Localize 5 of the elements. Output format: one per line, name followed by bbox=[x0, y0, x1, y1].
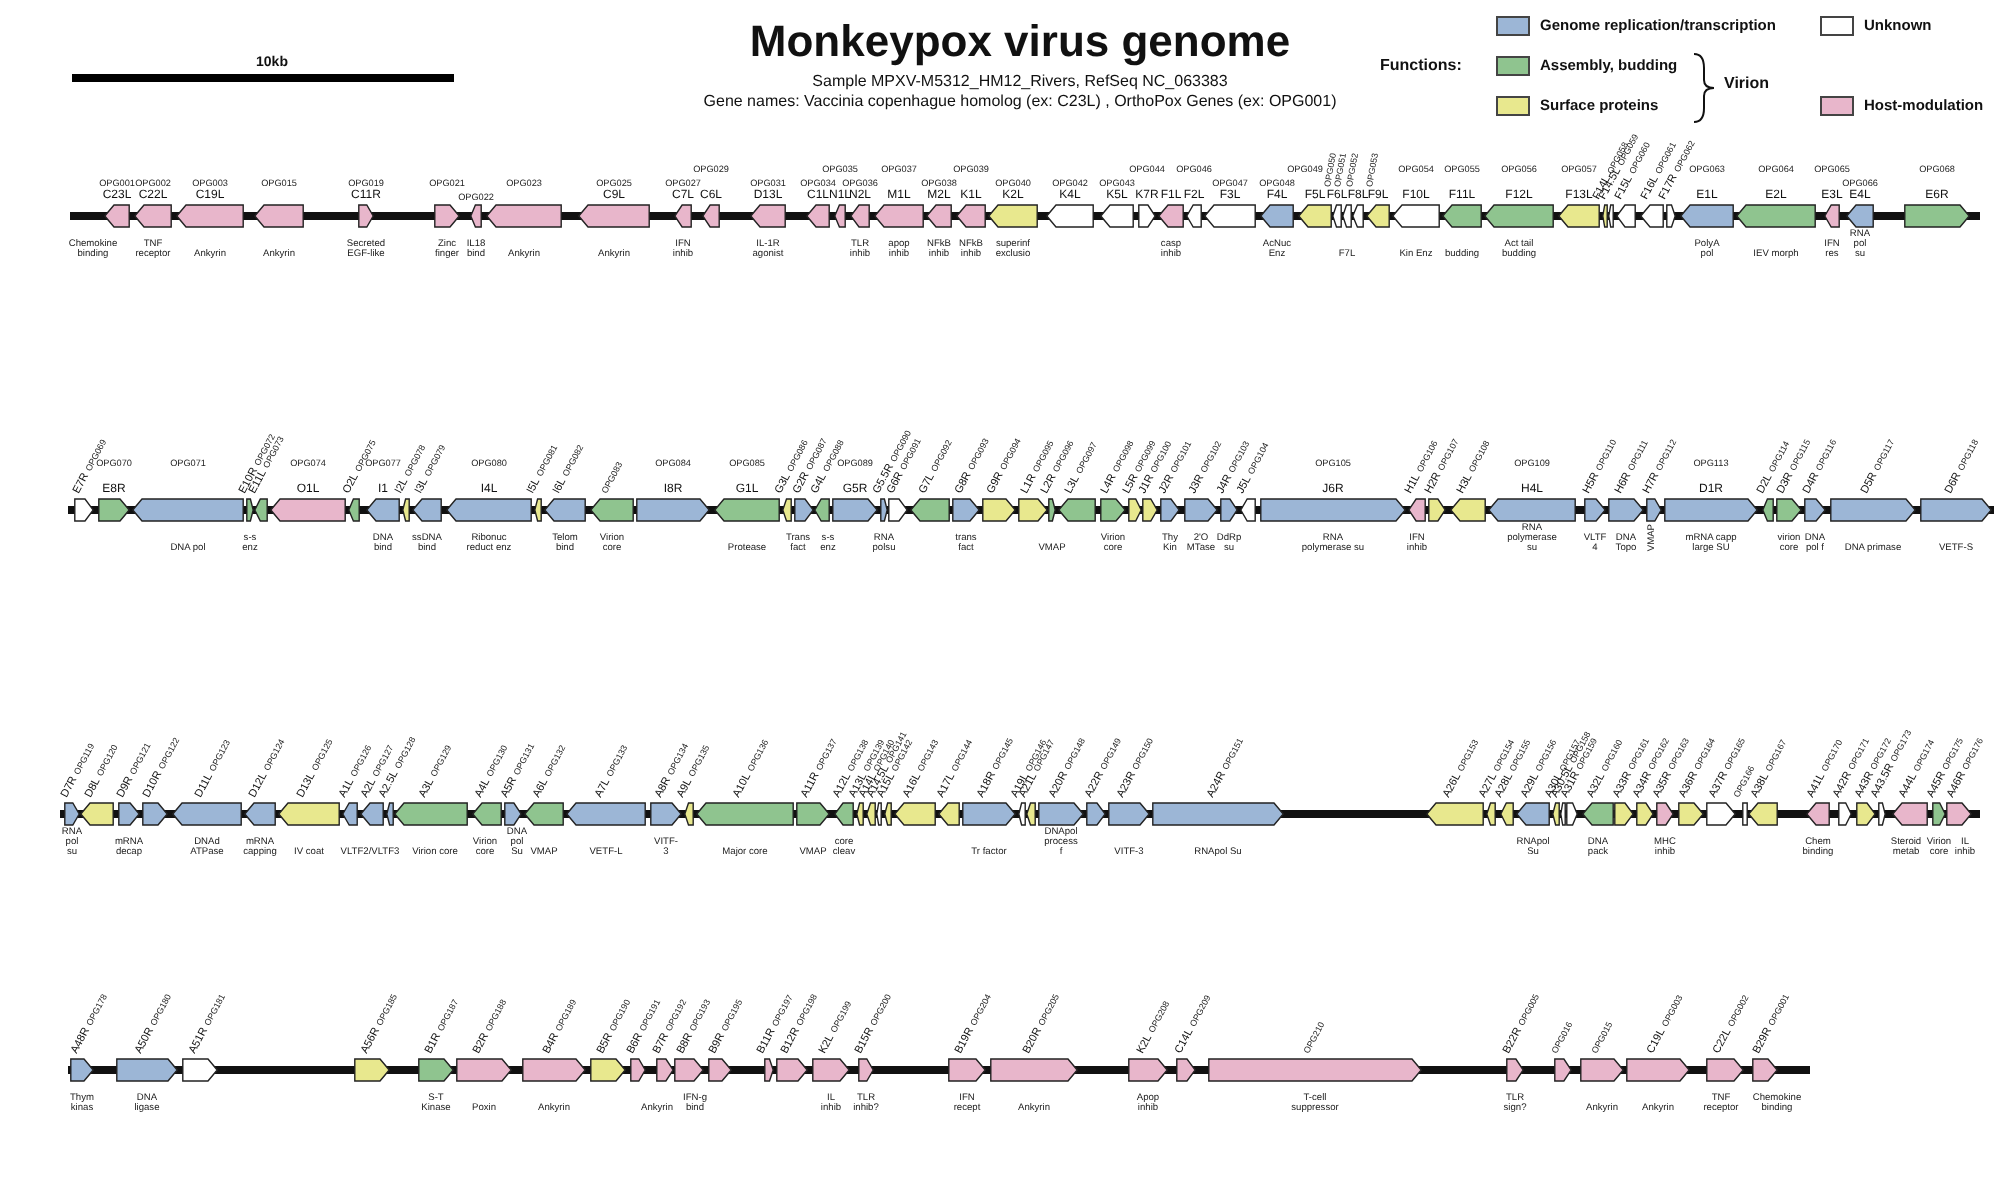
subtitle: Sample MPXV-M5312_HM12_Rivers, RefSeq NC_063383 bbox=[812, 72, 1228, 90]
legend-heading: Functions: bbox=[1380, 56, 1462, 74]
title: Monkeypox virus genome bbox=[749, 18, 1291, 66]
group-label: Virion bbox=[1724, 74, 1770, 92]
subtitle: Gene names: Vaccinia copenhague homolog (ex: C23L) , OrthoPox Genes (ex: OPG001) bbox=[703, 92, 1337, 110]
